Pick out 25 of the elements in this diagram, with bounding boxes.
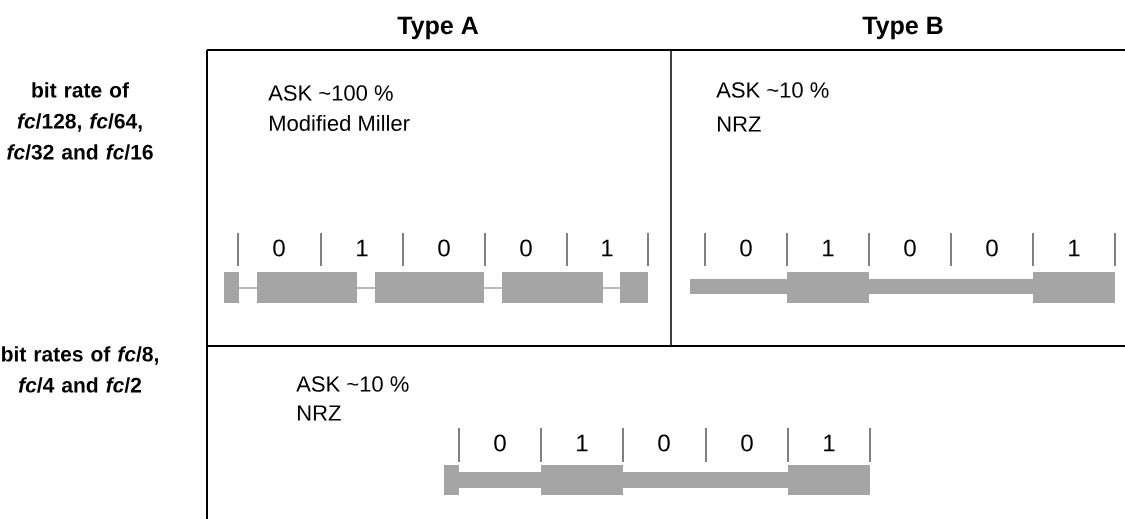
bit-value: 1 — [1069, 239, 1080, 257]
bit-value: 1 — [357, 239, 368, 257]
modulation-label: Modified Miller — [270, 114, 410, 132]
bit-value: 1 — [577, 434, 588, 452]
bit-value: 1 — [824, 434, 835, 452]
row-header: bit rate of fc/128, fc/64, fc/32 and fc/16 — [7, 82, 153, 160]
column-header: Type B — [862, 16, 943, 40]
modulation-label: NRZ — [718, 116, 761, 132]
bit-value: 0 — [986, 239, 998, 257]
bit-value: 0 — [438, 239, 450, 257]
modulation-label: ASK ~10 % — [296, 376, 409, 392]
bit-value: 1 — [602, 239, 613, 257]
modulation-label: NRZ — [298, 405, 341, 421]
modulation-label: ASK ~100 % — [268, 85, 393, 101]
bit-value: 0 — [740, 239, 752, 257]
bit-value: 0 — [494, 434, 506, 452]
row-header: bit rates of fc/8, fc/4 and fc/2 — [2, 346, 158, 393]
bit-value: 0 — [658, 434, 670, 452]
column-header: Type A — [397, 16, 479, 40]
bit-value: 0 — [741, 434, 753, 452]
modulation-label: ASK ~10 % — [716, 82, 829, 98]
bit-value: 0 — [904, 239, 916, 257]
bit-value: 0 — [273, 239, 285, 257]
bit-value: 0 — [520, 239, 532, 257]
bit-value: 1 — [823, 239, 834, 257]
